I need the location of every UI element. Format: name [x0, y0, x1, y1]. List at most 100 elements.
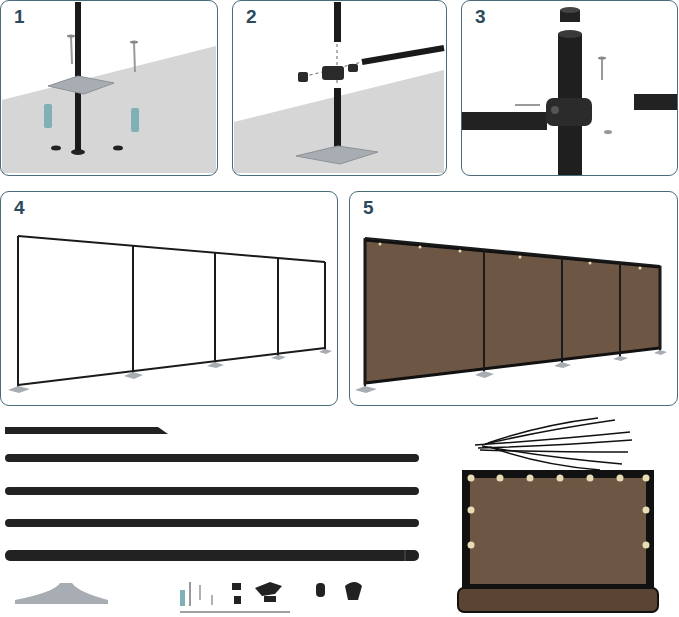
- post: [483, 249, 485, 373]
- base-plate: [654, 350, 667, 355]
- grommet: [643, 475, 650, 482]
- step-number: 3: [475, 6, 486, 28]
- pin: [180, 612, 290, 613]
- post: [659, 266, 661, 352]
- base-plate: [15, 583, 108, 604]
- base-plate: [475, 371, 494, 378]
- grommet: [497, 475, 504, 482]
- grommet: [468, 475, 475, 482]
- clip: [345, 582, 362, 600]
- sleeve: [234, 596, 241, 604]
- grommet: [639, 267, 642, 270]
- screen-roll: [458, 588, 658, 612]
- post: [5, 550, 419, 561]
- anchor: [131, 108, 139, 132]
- bases: [355, 350, 667, 393]
- floor: [234, 70, 444, 173]
- grommet: [468, 542, 475, 549]
- post: [364, 238, 366, 388]
- post: [17, 236, 19, 388]
- screw-head: [598, 57, 606, 60]
- step-number: 1: [14, 6, 25, 28]
- step-panel: 2: [232, 0, 447, 176]
- base-plate: [48, 76, 114, 94]
- screw: [134, 42, 135, 72]
- step-panel: 3: [461, 0, 678, 176]
- base-plate: [124, 372, 143, 379]
- grommet: [519, 256, 522, 259]
- grommet: [527, 475, 534, 482]
- step-panel: 4: [0, 191, 338, 406]
- rail: [634, 94, 677, 110]
- post: [277, 258, 279, 356]
- pole: [334, 2, 341, 42]
- short-rail: [5, 427, 168, 434]
- screw: [189, 582, 191, 606]
- grommet: [617, 475, 624, 482]
- step-number: 5: [363, 197, 374, 219]
- bolt: [211, 595, 213, 605]
- zip-tie: [478, 440, 632, 448]
- base-plate: [319, 349, 332, 354]
- post: [619, 262, 621, 357]
- post: [214, 253, 216, 364]
- step-panel: 1: [0, 0, 218, 176]
- sleeve: [348, 64, 358, 72]
- base-plate: [355, 386, 377, 393]
- zip-tie: [482, 446, 622, 464]
- nut: [604, 130, 612, 134]
- grommet: [468, 507, 475, 514]
- grommets: [379, 243, 642, 270]
- base-plate: [296, 146, 378, 164]
- frame: [365, 238, 660, 388]
- base-plate: [207, 362, 224, 368]
- joint: [405, 550, 406, 561]
- screw-head: [130, 41, 138, 44]
- end-cap: [232, 583, 241, 590]
- grommet: [643, 542, 650, 549]
- floor: [2, 46, 216, 173]
- screw: [601, 58, 603, 80]
- grommet: [379, 243, 382, 246]
- clamp: [255, 582, 282, 596]
- anchor: [44, 104, 52, 128]
- cap: [316, 583, 325, 597]
- grommets: [468, 475, 650, 549]
- pole-top: [558, 30, 582, 38]
- base-plate: [613, 356, 628, 361]
- bolt-hole: [551, 106, 559, 114]
- hole: [113, 146, 123, 151]
- bases: [8, 349, 332, 393]
- zip-tie: [490, 447, 600, 470]
- rail: [462, 112, 547, 130]
- clamp: [546, 98, 592, 126]
- base-plate: [8, 386, 30, 393]
- sleeve: [264, 596, 276, 602]
- top-rail: [365, 238, 660, 266]
- grommet: [459, 250, 462, 253]
- hole: [51, 146, 61, 151]
- base-plate: [271, 355, 286, 360]
- end-cap: [298, 72, 308, 82]
- zip-ties: [475, 418, 632, 470]
- privacy-screen: [466, 474, 650, 588]
- screw-head: [67, 35, 75, 38]
- step-number: 2: [246, 6, 257, 28]
- base-plate: [554, 362, 571, 368]
- screw: [71, 36, 72, 64]
- rail: [5, 454, 419, 462]
- pole: [334, 88, 341, 150]
- bolt: [199, 585, 201, 600]
- post: [324, 262, 326, 350]
- anchor: [180, 590, 185, 606]
- zip-tie: [485, 420, 615, 444]
- rail: [362, 48, 444, 62]
- rail: [5, 519, 419, 527]
- cap-top: [560, 7, 580, 13]
- screw: [515, 104, 540, 106]
- step-panel: 5: [349, 191, 678, 406]
- frame: [18, 236, 325, 388]
